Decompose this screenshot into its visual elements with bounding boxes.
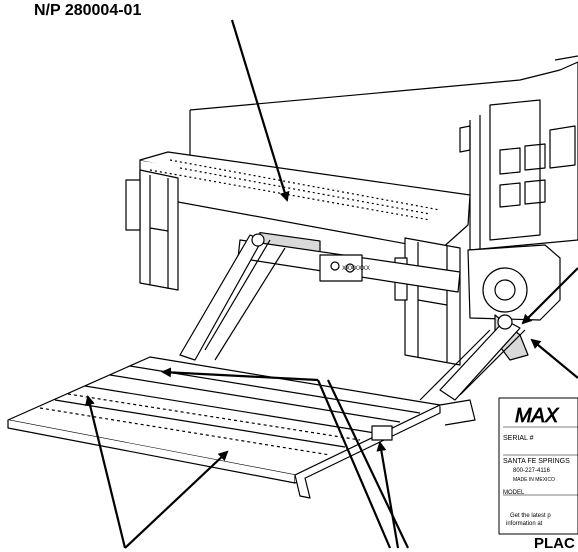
platform-left-arrow-2 <box>124 450 229 549</box>
decal-city: SANTA FE SPRINGS <box>503 458 570 465</box>
decal-made-in: MADE IN MEXICO <box>513 477 555 483</box>
platform-right-stem <box>316 379 392 549</box>
right-post <box>394 237 461 366</box>
decal-brand: MAX <box>515 405 559 427</box>
part-number-callout: N/P 280004-01 <box>34 2 142 19</box>
decal-note-line1: Get the latest p <box>510 513 551 519</box>
platform <box>7 356 476 499</box>
decal-model-label: MODEL <box>503 490 525 496</box>
placard-callout: PLAC <box>534 535 575 552</box>
pn-arrow <box>230 19 290 202</box>
left-post <box>125 169 179 291</box>
decal-arrow <box>530 338 578 379</box>
bracket-label: XXXXXXX <box>342 266 370 272</box>
decal-serial-label: SERIAL # <box>503 435 534 442</box>
truck-body <box>189 55 578 255</box>
tag-arrow <box>376 441 400 549</box>
platform-right-stem-2 <box>327 379 409 549</box>
leader-lines <box>85 19 578 549</box>
pump-arrow <box>521 267 578 325</box>
lift-arms <box>179 233 526 401</box>
platform-top-arrow <box>161 367 319 382</box>
pump-unit <box>467 244 561 361</box>
decal-note-line2: information at <box>506 521 543 527</box>
cross-tube <box>237 239 461 293</box>
platform-left-arrow-1 <box>85 395 127 549</box>
decal-phone: 800-227-4116 <box>513 468 551 474</box>
decal-box <box>498 397 578 535</box>
